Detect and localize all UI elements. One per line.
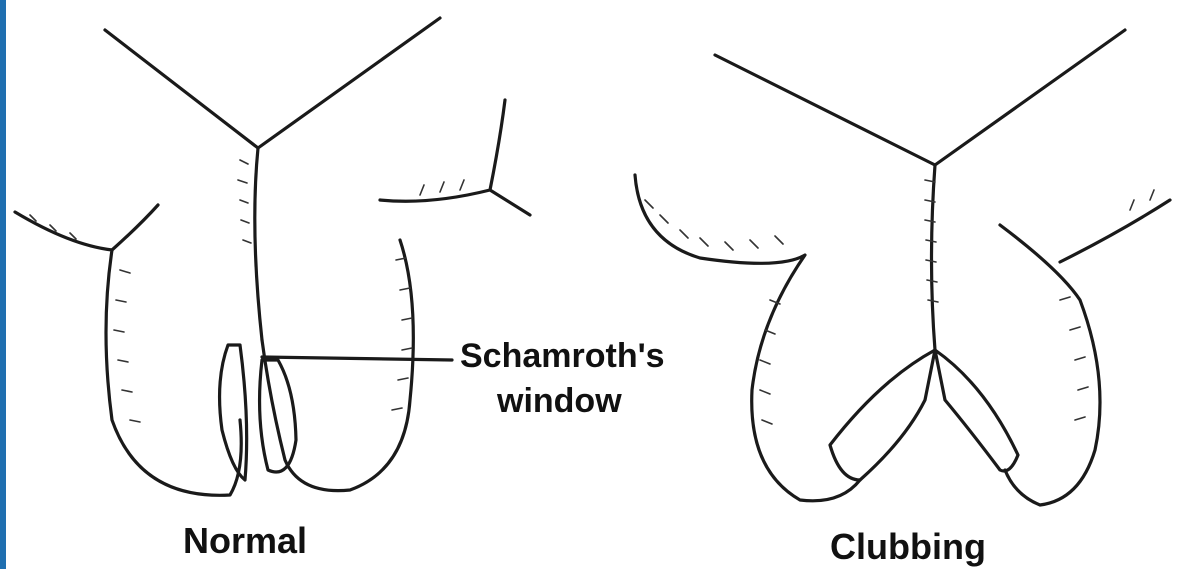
clubbing-right-nail xyxy=(935,350,1018,471)
normal-left-hand-edge xyxy=(112,205,158,250)
normal-left-finger-outline xyxy=(15,212,241,495)
clubbing-caption: Clubbing xyxy=(830,526,986,568)
normal-right-hand-edge xyxy=(380,100,530,215)
clubbing-hatching xyxy=(645,180,1154,424)
normal-hatching xyxy=(30,160,464,422)
normal-fingers xyxy=(15,18,530,495)
schamroth-pointer-line xyxy=(262,357,452,360)
normal-knuckle-crease xyxy=(105,18,440,148)
normal-left-nail xyxy=(220,345,247,480)
normal-right-finger-outline xyxy=(262,240,413,491)
normal-right-nail xyxy=(260,360,296,472)
clubbing-right-hand-edge xyxy=(1060,200,1170,262)
schamroth-label-line1: Schamroth's xyxy=(460,337,665,376)
clubbing-central-seam xyxy=(932,165,936,350)
clubbing-left-nail xyxy=(830,350,935,480)
normal-caption: Normal xyxy=(183,520,307,562)
clubbing-knuckle-crease xyxy=(715,30,1125,165)
normal-central-seam xyxy=(255,148,262,340)
schamroth-label-line2: window xyxy=(497,382,622,421)
clubbing-left-finger-outline xyxy=(635,175,860,501)
clubbing-fingers xyxy=(635,30,1170,505)
